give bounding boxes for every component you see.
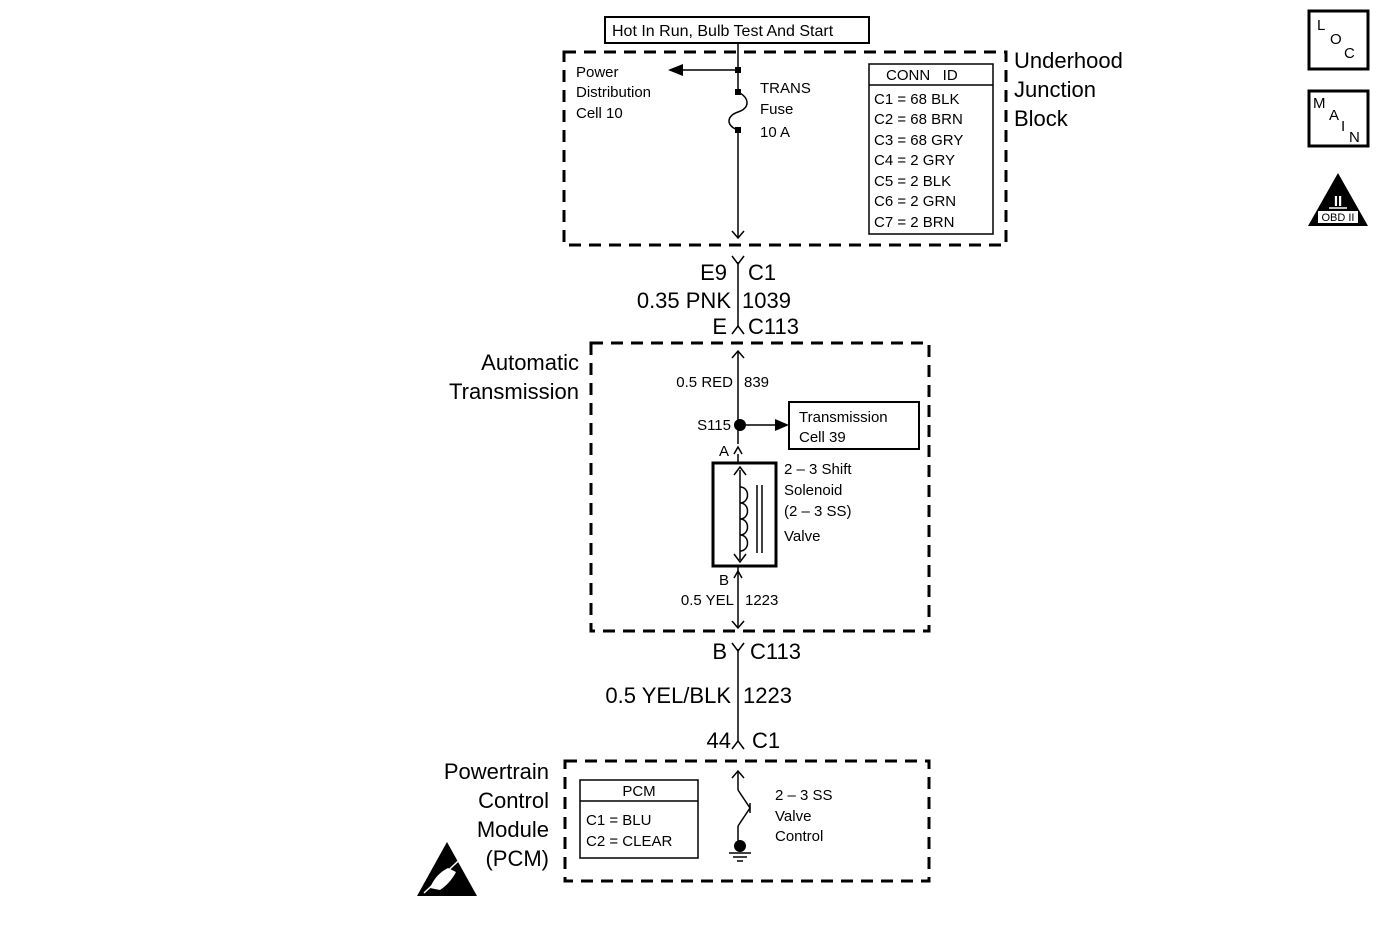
ujb-label-2: Junction — [1014, 77, 1096, 102]
obd-ii-numeral: II — [1334, 193, 1342, 210]
obd-ii-icon[interactable]: II OBD II — [1308, 173, 1368, 226]
circuit-title-box: Hot In Run, Bulb Test And Start — [604, 16, 870, 44]
ujb-boundary — [562, 50, 1008, 247]
pcm-label-1: Powertrain — [444, 759, 549, 784]
trans-top-wire-circuit: 839 — [744, 374, 769, 391]
arrow-down-icon — [731, 620, 745, 630]
main-button[interactable]: M A I N — [1307, 89, 1370, 148]
pcm-control-label-1: 2 – 3 SS — [775, 787, 833, 804]
conn-id-title: CONN ID — [886, 67, 958, 84]
trans-top-wire-gauge: 0.5 RED — [676, 374, 733, 391]
fuse-label-3: 10 A — [760, 124, 790, 141]
wire2-bottom-conn: C1 — [752, 728, 780, 753]
pin-a-label: A — [719, 443, 729, 460]
loc-button[interactable]: L O C — [1307, 9, 1370, 71]
pcm-label-3: Module — [477, 817, 549, 842]
wire2-gauge-color: 0.5 YEL/BLK — [605, 683, 731, 708]
main-letter: I — [1341, 118, 1345, 135]
transistor-switch-icon — [731, 769, 751, 852]
arrow-right-icon — [775, 419, 789, 431]
solenoid-label-3: (2 – 3 SS) — [784, 503, 852, 520]
trans-label-2: Transmission — [449, 379, 579, 404]
loc-letter: O — [1330, 31, 1342, 48]
conn-id-row: C4 = 2 GRY — [874, 152, 955, 169]
ground-icon — [729, 852, 751, 862]
loc-letter: L — [1317, 17, 1325, 34]
esd-warning-icon — [417, 842, 477, 896]
conn-id-row: C2 = 68 BRN — [874, 111, 963, 128]
wire1-bottom-pin: E — [712, 314, 727, 339]
trans-bottom-wire-circuit: 1223 — [745, 592, 778, 609]
wire1-circuit: 1039 — [742, 288, 791, 313]
connector-symbol — [733, 445, 743, 455]
conn-id-row: C7 = 2 BRN — [874, 214, 954, 231]
splice-label: S115 — [697, 417, 731, 434]
solenoid-label-4: Valve — [784, 528, 820, 545]
pcm-table-row: C1 = BLU — [586, 812, 651, 829]
fuse-label-1: TRANS — [760, 80, 811, 97]
solenoid-label-2: Solenoid — [784, 482, 842, 499]
wire2-top-conn: C113 — [750, 639, 801, 664]
solenoid-icon — [711, 461, 778, 568]
arrow-down-icon — [731, 230, 745, 240]
circuit-title: Hot In Run, Bulb Test And Start — [612, 23, 834, 40]
pcm-boundary — [563, 759, 931, 883]
transmission-boundary — [589, 341, 931, 633]
pin-b-label: B — [719, 572, 729, 589]
pdc-label-3: Cell 10 — [576, 105, 623, 122]
conn-id-row: C6 = 2 GRN — [874, 193, 956, 210]
obd-ii-label: OBD II — [1321, 212, 1354, 224]
wire1-top-pin: E9 — [700, 260, 727, 285]
wire2-top-pin: B — [712, 639, 727, 664]
pdc-label-1: Power — [576, 64, 619, 81]
main-letter: A — [1329, 107, 1339, 124]
connector-symbol — [731, 324, 745, 335]
trans-cell-label-1: Transmission — [799, 409, 888, 426]
arrow-left-icon — [668, 64, 683, 76]
pcm-label-4: (PCM) — [485, 846, 549, 871]
conn-id-table: CONN ID C1 = 68 BLK C2 = 68 BRN C3 = 68 … — [868, 63, 994, 235]
fuse-label-2: Fuse — [760, 101, 793, 118]
main-letter: M — [1313, 95, 1326, 112]
pcm-table-row: C2 = CLEAR — [586, 833, 672, 850]
conn-id-row: C3 = 68 GRY — [874, 132, 963, 149]
wire1-top-conn: C1 — [748, 260, 776, 285]
loc-letter: C — [1344, 45, 1355, 62]
pcm-control-label-2: Valve — [775, 808, 811, 825]
wire2-bottom-pin: 44 — [707, 728, 731, 753]
fuse-icon — [728, 91, 748, 131]
splice-dot — [734, 419, 746, 431]
connector-symbol — [731, 739, 745, 750]
wire1-gauge-color: 0.35 PNK — [637, 288, 731, 313]
pcm-label-2: Control — [478, 788, 549, 813]
pcm-table-title: PCM — [622, 783, 655, 800]
conn-id-row: C1 = 68 BLK — [874, 91, 959, 108]
trans-bottom-wire-gauge: 0.5 YEL — [681, 592, 734, 609]
connector-symbol — [733, 569, 743, 579]
wire2-circuit: 1223 — [743, 683, 792, 708]
pdc-label-2: Distribution — [576, 84, 651, 101]
pcm-control-label-3: Control — [775, 828, 823, 845]
trans-label-1: Automatic — [481, 350, 579, 375]
wire1-bottom-conn: C113 — [748, 314, 799, 339]
pcm-connector-table: PCM C1 = BLU C2 = CLEAR — [579, 779, 699, 859]
conn-id-row: C5 = 2 BLK — [874, 173, 951, 190]
trans-cell-label-2: Cell 39 — [799, 429, 846, 446]
solenoid-label-1: 2 – 3 Shift — [784, 461, 852, 478]
main-letter: N — [1349, 129, 1360, 146]
ujb-label-1: Underhood — [1014, 48, 1123, 73]
ujb-label-3: Block — [1014, 106, 1069, 131]
